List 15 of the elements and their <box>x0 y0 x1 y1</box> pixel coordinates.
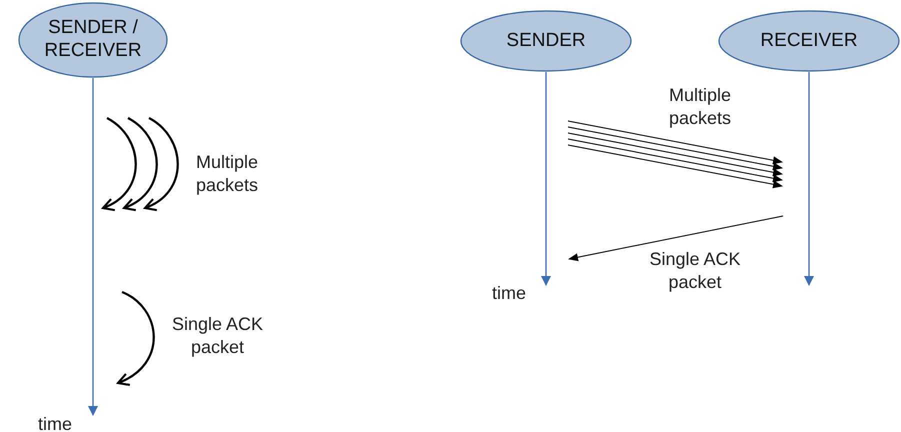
timeline-arrow <box>804 72 814 286</box>
annotation-text: Single ACK packet <box>648 248 742 293</box>
lifeline-ellipse <box>18 2 168 78</box>
annotation-text: Single ACK packet <box>170 313 264 358</box>
lifeline-ellipse <box>718 10 900 72</box>
axis-label: time <box>36 413 73 432</box>
axis-label: time <box>490 282 527 304</box>
node-label: RECEIVER <box>760 30 858 52</box>
annotation-text: Multiple packets <box>668 84 732 129</box>
lifeline-ellipse <box>460 10 632 72</box>
annotation-text: Multiple packets <box>194 151 260 196</box>
node-label: SENDER <box>506 30 586 52</box>
timeline-arrow <box>541 72 551 286</box>
timeline-arrow <box>88 78 98 416</box>
node-label: SENDER / RECEIVER <box>43 17 143 63</box>
